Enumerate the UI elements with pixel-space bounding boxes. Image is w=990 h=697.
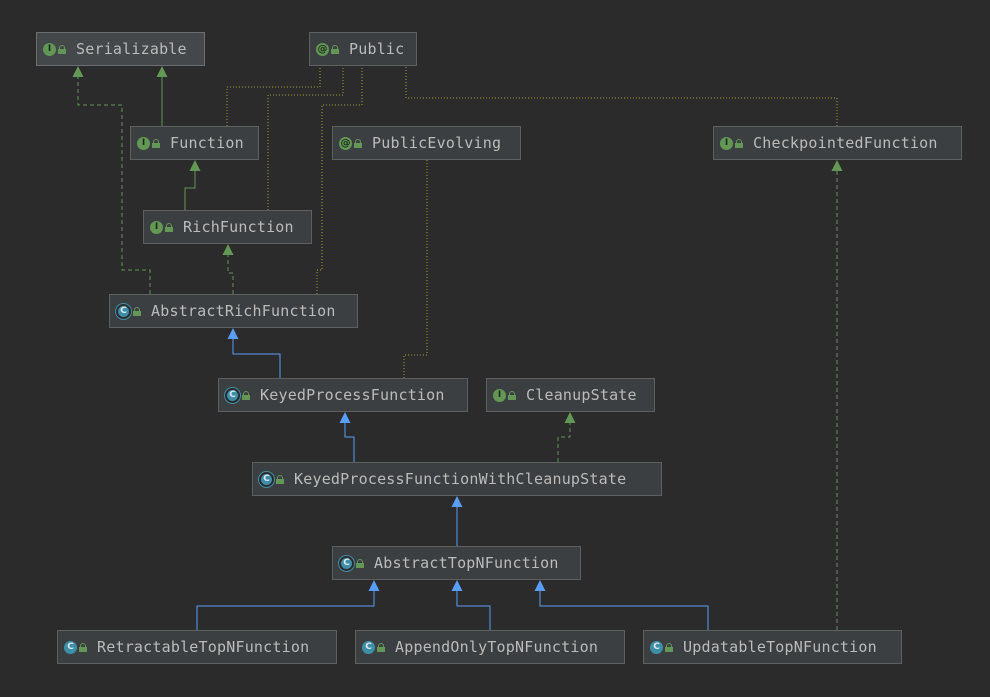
interface-icon: I xyxy=(137,136,150,150)
public-lock-icon xyxy=(356,558,364,568)
public-lock-icon xyxy=(665,642,673,652)
public-lock-icon xyxy=(377,642,385,652)
edge-arrowhead xyxy=(339,412,351,423)
edge-arrowhead xyxy=(451,580,463,591)
public-lock-icon xyxy=(735,138,743,148)
node-label: Public xyxy=(349,40,405,58)
node-label: AppendOnlyTopNFunction xyxy=(395,638,599,656)
class-node-function[interactable]: I Function xyxy=(130,126,259,160)
public-lock-icon xyxy=(58,44,66,54)
class-node-updatable-top-n-function[interactable]: C UpdatableTopNFunction xyxy=(643,630,902,664)
public-lock-icon xyxy=(331,44,339,54)
edge-implements-abstract-rich-function-to-serializable xyxy=(77,76,151,294)
public-lock-icon xyxy=(133,306,141,316)
edge-interface-extends-rich-function-to-function xyxy=(184,170,196,210)
class-node-cleanup-state[interactable]: I CleanupState xyxy=(486,378,655,412)
class-node-public[interactable]: @ Public xyxy=(309,32,417,66)
node-label: CleanupState xyxy=(526,386,637,404)
interface-icon: I xyxy=(43,42,56,56)
edge-arrowhead xyxy=(222,244,234,255)
edge-implements-keyed-process-function-with-cleanup-state-to-cleanup-state xyxy=(557,422,571,462)
node-label: Serializable xyxy=(76,40,187,58)
edge-annotated-checkpointed-function-to-public xyxy=(405,66,838,126)
edge-extends-updatable-top-n-function-to-abstract-top-n-function xyxy=(539,590,709,630)
edge-arrowhead xyxy=(451,496,463,507)
edge-arrowhead xyxy=(368,580,380,591)
class-node-retractable-top-n-function[interactable]: C RetractableTopNFunction xyxy=(57,630,337,664)
class-node-keyed-process-function[interactable]: C KeyedProcessFunction xyxy=(218,378,468,412)
class-node-append-only-top-n-function[interactable]: C AppendOnlyTopNFunction xyxy=(355,630,625,664)
public-lock-icon xyxy=(165,222,173,232)
edge-arrowhead xyxy=(534,580,546,591)
class-node-abstract-top-n-function[interactable]: C AbstractTopNFunction xyxy=(332,546,581,580)
abstract-class-icon: C xyxy=(341,557,352,569)
edge-extends-append-only-top-n-function-to-abstract-top-n-function xyxy=(456,590,491,630)
edge-arrowhead xyxy=(564,412,576,423)
interface-icon: I xyxy=(150,220,163,234)
edge-extends-keyed-process-function-to-abstract-rich-function xyxy=(232,338,281,378)
node-label: RichFunction xyxy=(183,218,294,236)
abstract-class-icon: C xyxy=(261,473,272,485)
edge-annotated-abstract-rich-function-to-public xyxy=(316,66,363,294)
edge-extends-keyed-process-function-with-cleanup-state-to-keyed-process-function xyxy=(344,422,355,462)
edge-arrowhead xyxy=(72,66,84,77)
node-label: PublicEvolving xyxy=(372,134,502,152)
public-lock-icon xyxy=(354,138,362,148)
abstract-class-icon: C xyxy=(227,389,238,401)
public-lock-icon xyxy=(79,642,87,652)
public-lock-icon xyxy=(276,474,284,484)
interface-icon: I xyxy=(720,136,733,150)
public-lock-icon xyxy=(242,390,250,400)
class-node-public-evolving[interactable]: @ PublicEvolving xyxy=(332,126,521,160)
node-label: Function xyxy=(170,134,244,152)
node-label: UpdatableTopNFunction xyxy=(683,638,877,656)
edge-arrowhead xyxy=(831,160,843,171)
class-node-rich-function[interactable]: I RichFunction xyxy=(143,210,312,244)
class-node-checkpointed-function[interactable]: I CheckpointedFunction xyxy=(713,126,962,160)
interface-icon: I xyxy=(493,388,506,402)
node-label: RetractableTopNFunction xyxy=(97,638,310,656)
edge-implements-abstract-rich-function-to-rich-function xyxy=(227,254,234,294)
public-lock-icon xyxy=(508,390,516,400)
class-icon: C xyxy=(650,640,663,654)
edge-arrowhead xyxy=(227,328,239,339)
edge-arrowhead xyxy=(189,160,201,171)
node-label: CheckpointedFunction xyxy=(753,134,938,152)
node-label: AbstractRichFunction xyxy=(151,302,336,320)
edge-extends-retractable-top-n-function-to-abstract-top-n-function xyxy=(196,590,375,630)
node-label: KeyedProcessFunction xyxy=(260,386,445,404)
class-icon: C xyxy=(64,640,77,654)
annotation-icon: @ xyxy=(316,42,329,56)
class-node-abstract-rich-function[interactable]: C AbstractRichFunction xyxy=(109,294,358,328)
edge-annotated-rich-function-to-public xyxy=(267,66,344,210)
class-icon: C xyxy=(362,640,375,654)
node-label: KeyedProcessFunctionWithCleanupState xyxy=(294,470,627,488)
class-node-serializable[interactable]: I Serializable xyxy=(36,32,205,66)
node-label: AbstractTopNFunction xyxy=(374,554,559,572)
public-lock-icon xyxy=(152,138,160,148)
abstract-class-icon: C xyxy=(118,305,129,317)
class-node-keyed-process-function-with-cleanup-state[interactable]: C KeyedProcessFunctionWithCleanupState xyxy=(252,462,662,496)
edge-arrowhead xyxy=(156,66,168,77)
annotation-icon: @ xyxy=(339,136,352,150)
